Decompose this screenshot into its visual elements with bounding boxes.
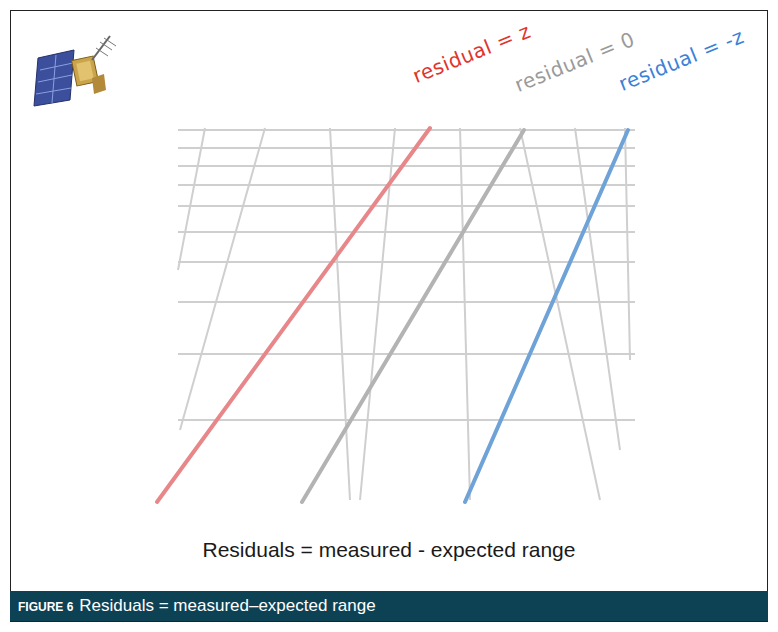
figure-caption: Residuals = measured–expected range	[79, 596, 375, 616]
satellite-icon	[34, 36, 116, 106]
grid-line	[625, 128, 630, 360]
grid-line	[178, 261, 635, 263]
perspective-grid	[178, 128, 635, 500]
grid-line	[178, 128, 205, 270]
grid-line	[178, 419, 635, 421]
grid-line	[178, 147, 635, 149]
grid-line	[178, 205, 635, 207]
grid-line	[520, 128, 600, 500]
grid-line	[460, 128, 470, 500]
grid-line	[178, 301, 635, 303]
grid-line	[330, 128, 350, 500]
grid-line	[178, 184, 635, 186]
residual-lines	[157, 128, 628, 502]
frame	[11, 11, 768, 622]
grid-line	[180, 128, 265, 430]
grid-line	[178, 129, 635, 131]
grid-line	[178, 231, 635, 233]
grid-line	[178, 165, 635, 167]
grid-line	[178, 353, 635, 355]
residual-label: residual = -z	[615, 24, 747, 96]
subtitle-text: Residuals = measured - expected range	[203, 538, 576, 562]
figure-number: FIGURE 6	[18, 600, 73, 614]
grid-line	[575, 128, 620, 450]
